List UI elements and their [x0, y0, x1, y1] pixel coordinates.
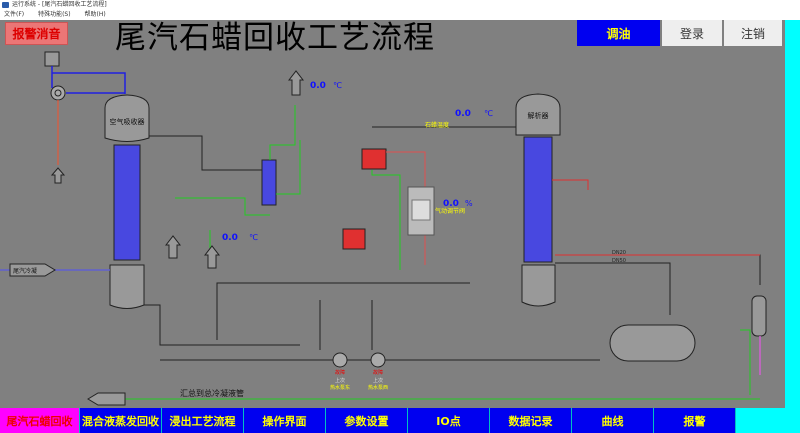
- window-titlebar: 运行系统 - [尾汽石蜡回收工艺流程]: [0, 0, 800, 10]
- nav-tail-gas-paraffin[interactable]: 尾汽石蜡回收: [0, 408, 80, 433]
- login-button[interactable]: 登录: [662, 20, 722, 46]
- window-title: 运行系统 - [尾汽石蜡回收工艺流程]: [12, 1, 107, 8]
- nav-curves[interactable]: 曲线: [572, 408, 654, 433]
- heater-1: [361, 148, 387, 170]
- blue-pipe: [51, 66, 126, 94]
- pump-west-label: 热水泵西: [368, 384, 388, 391]
- condenser: [261, 159, 277, 206]
- storage-tank: [609, 324, 696, 362]
- heater-2: [342, 228, 366, 250]
- pump-west-icon[interactable]: [370, 352, 386, 368]
- valve-opening-value: 0.0: [443, 199, 459, 209]
- desorber-column: [523, 136, 553, 263]
- reading-1-unit: ℃: [333, 81, 342, 90]
- inlet-label: 尾汽冷凝: [13, 267, 37, 275]
- alarm-silence-button[interactable]: 报警消音: [5, 22, 68, 45]
- menu-special[interactable]: 特殊功能(S): [38, 11, 71, 18]
- process-diagram: 空气吸收器 0.0 ℃ 0.0 ℃ 石蜡温度 0.0 ℃ 气动调节阀 0.0 %…: [0, 51, 767, 406]
- pump-icon: [50, 85, 66, 101]
- paraffin-temp-label: 石蜡温度: [425, 121, 449, 129]
- nav-parameters[interactable]: 参数设置: [326, 408, 408, 433]
- pump-east-label: 热水泵东: [330, 384, 350, 391]
- outlet-arrow: [87, 392, 126, 406]
- desorber-vessel: [515, 93, 561, 136]
- nav-alarms[interactable]: 报警: [654, 408, 736, 433]
- oil-adjust-button[interactable]: 调油: [577, 20, 660, 46]
- reading-1-value: 0.0: [310, 81, 326, 91]
- app-icon: [2, 2, 9, 8]
- nav-io-points[interactable]: IO点: [408, 408, 490, 433]
- absorber-label: 空气吸收器: [110, 117, 145, 126]
- nav-mixed-evaporation[interactable]: 混合液蒸发回收: [80, 408, 162, 433]
- pump-east-fault: 故障: [335, 369, 345, 376]
- collect-label: 汇总到总冷凝液管: [180, 388, 244, 398]
- page-title: 尾汽石蜡回收工艺流程: [115, 20, 435, 56]
- pump-west-state: 上次: [373, 377, 383, 384]
- menu-file[interactable]: 文件(F): [4, 11, 25, 18]
- reading-3-value: 0.0: [455, 109, 471, 119]
- bottom-nav: 尾汽石蜡回收 混合液蒸发回收 浸出工艺流程 操作界面 参数设置 IO点 数据记录…: [0, 408, 785, 433]
- absorber-vessel: [104, 94, 150, 142]
- absorber-bottom-tank: [109, 264, 145, 309]
- nav-data-log[interactable]: 数据记录: [490, 408, 572, 433]
- logout-button[interactable]: 注销: [724, 20, 782, 46]
- nav-operation[interactable]: 操作界面: [244, 408, 326, 433]
- arrow-icon: [50, 167, 66, 184]
- green-pipe: [269, 105, 301, 195]
- tank-icon: [44, 51, 60, 67]
- inlet-arrow: [9, 263, 56, 277]
- pump-east-icon[interactable]: [332, 352, 348, 368]
- nav-leaching-process[interactable]: 浸出工艺流程: [162, 408, 244, 433]
- right-edge-strip: [785, 20, 800, 433]
- pump-east-state: 上次: [335, 377, 345, 384]
- separator: [751, 295, 767, 337]
- menu-bar: 文件(F) 特殊功能(S) 帮助(H): [0, 10, 800, 20]
- reading-2-value: 0.0: [222, 233, 238, 243]
- valve-opening-unit: %: [465, 199, 473, 208]
- desorber-label: 解析器: [528, 111, 549, 120]
- valve-label: 气动调节阀: [435, 207, 465, 215]
- outlet-arrow-icon: [287, 70, 305, 96]
- desorber-bottom-tank: [521, 264, 556, 307]
- gas-pipe: [149, 135, 262, 171]
- pump-west-fault: 故障: [373, 369, 383, 376]
- process-canvas: 空气吸收器 0.0 ℃ 0.0 ℃ 石蜡温度 0.0 ℃ 气动调节阀 0.0 %…: [0, 20, 800, 407]
- menu-help[interactable]: 帮助(H): [84, 11, 106, 18]
- absorber-column: [113, 144, 141, 261]
- dn20-label: DN20: [612, 250, 626, 256]
- reading-2-unit: ℃: [249, 233, 258, 242]
- reading-3-unit: ℃: [484, 109, 493, 118]
- dn50-label: DN50: [612, 258, 626, 264]
